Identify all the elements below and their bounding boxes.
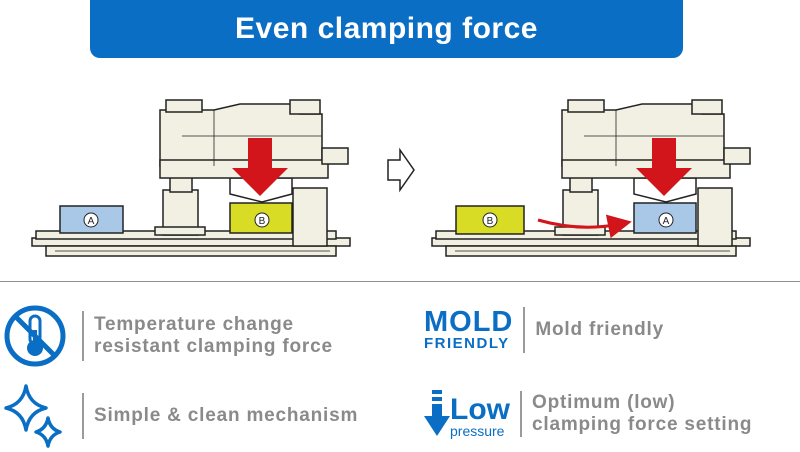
feature-separator [523, 307, 526, 353]
feature-temperature-line-1: Temperature change [94, 314, 294, 335]
mold-b-left [229, 202, 293, 234]
swap-arrow-icon [537, 214, 632, 239]
mold-a-left-label: A [88, 216, 95, 227]
transition-arrow-icon [387, 147, 415, 193]
section-divider [0, 281, 800, 282]
clamping-diagram: A B B [31, 99, 751, 257]
machine-before: A B [31, 99, 351, 257]
mold-b-right-label: B [487, 216, 494, 227]
mold-friendly-logo-line-2: FRIENDLY [424, 335, 510, 352]
feature-low-pressure-line-1: Optimum (low) [532, 392, 676, 413]
clamp-arrow-right [636, 138, 692, 196]
feature-simple-text: Simple & clean mechanism [94, 405, 358, 427]
feature-temperature-text: Temperature change resistant clamping fo… [94, 314, 333, 358]
sparkle-icon [4, 384, 62, 448]
low-pressure-logo: Low pressure [424, 390, 510, 438]
feature-low-pressure-text: Optimum (low) clamping force setting [532, 392, 752, 436]
feature-separator [520, 391, 522, 437]
mold-friendly-logo: MOLD FRIENDLY [424, 308, 513, 352]
mold-friendly-logo-line-1: MOLD [424, 306, 514, 338]
feature-low-pressure-line-2: clamping force setting [532, 414, 753, 435]
no-temperature-icon [4, 305, 66, 367]
clamp-arrow-left [232, 138, 288, 196]
arrow-down-icon [424, 390, 450, 436]
low-pressure-logo-line-2: pressure [450, 423, 505, 439]
feature-low-pressure: Low pressure Optimum (low) clamping forc… [424, 390, 752, 438]
feature-separator [82, 311, 84, 361]
feature-simple-line-1: Simple & clean mechanism [94, 405, 359, 426]
feature-mold-friendly: MOLD FRIENDLY Mold friendly [424, 307, 664, 353]
feature-separator [82, 393, 84, 439]
feature-temperature: Temperature change resistant clamping fo… [2, 304, 333, 368]
title-banner: Even clamping force [90, 0, 683, 58]
feature-temperature-line-2: resistant clamping force [94, 336, 333, 357]
mold-a-right-label: A [663, 216, 670, 227]
feature-mold-friendly-text: Mold friendly [535, 319, 664, 341]
low-pressure-logo-line-1: Low [450, 393, 510, 426]
page-title: Even clamping force [235, 12, 538, 45]
feature-simple: Simple & clean mechanism [2, 384, 358, 448]
mold-a-left [59, 205, 124, 234]
feature-mold-friendly-line-1: Mold friendly [535, 319, 664, 340]
machine-after: B A [431, 99, 751, 257]
mold-b-left-label: B [259, 216, 266, 227]
